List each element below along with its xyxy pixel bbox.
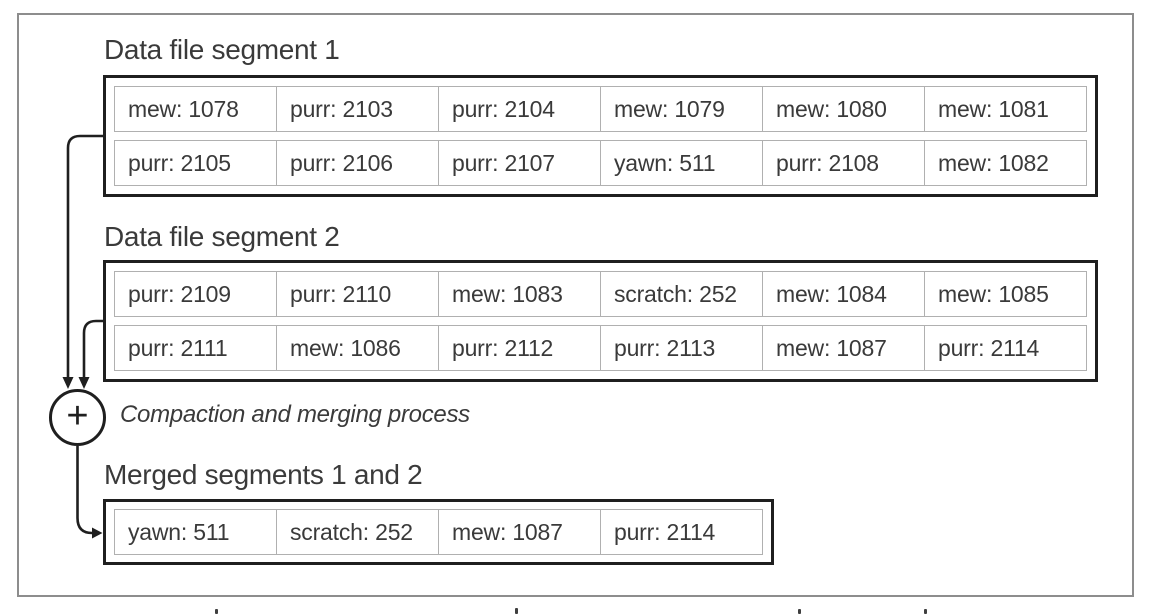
record-cell: purr: 2104: [438, 86, 601, 132]
merge-operator-circle: +: [49, 389, 106, 446]
record-cell: purr: 2106: [276, 140, 439, 186]
cutoff-caption-fragment: [798, 609, 801, 614]
segment-2-title: Data file segment 2: [104, 221, 340, 252]
record-cell: yawn: 511: [600, 140, 763, 186]
record-cell: mew: 1084: [762, 271, 925, 317]
plus-icon: +: [66, 395, 89, 437]
segment-1-title: Data file segment 1: [104, 34, 340, 65]
record-cell: mew: 1080: [762, 86, 925, 132]
record-cell: purr: 2113: [600, 325, 763, 371]
record-cell: purr: 2108: [762, 140, 925, 186]
segment-1-row-1: mew: 1078 purr: 2103 purr: 2104 mew: 107…: [114, 86, 1087, 132]
segment-1-box: mew: 1078 purr: 2103 purr: 2104 mew: 107…: [103, 75, 1098, 197]
segment-2-box: purr: 2109 purr: 2110 mew: 1083 scratch:…: [103, 260, 1098, 382]
record-cell: mew: 1081: [924, 86, 1087, 132]
cutoff-caption-fragment: [924, 609, 927, 614]
record-cell: mew: 1078: [114, 86, 277, 132]
record-cell: purr: 2110: [276, 271, 439, 317]
record-cell: mew: 1087: [438, 509, 601, 555]
segment-2-row-1: purr: 2109 purr: 2110 mew: 1083 scratch:…: [114, 271, 1087, 317]
cutoff-caption-fragment: [215, 609, 218, 614]
record-cell: purr: 2114: [600, 509, 763, 555]
record-cell: mew: 1083: [438, 271, 601, 317]
record-cell: mew: 1079: [600, 86, 763, 132]
record-cell: purr: 2107: [438, 140, 601, 186]
record-cell: purr: 2114: [924, 325, 1087, 371]
merged-segment-box: yawn: 511 scratch: 252 mew: 1087 purr: 2…: [103, 499, 774, 565]
record-cell: purr: 2105: [114, 140, 277, 186]
process-label: Compaction and merging process: [120, 401, 470, 428]
record-cell: scratch: 252: [276, 509, 439, 555]
segment-2-row-2: purr: 2111 mew: 1086 purr: 2112 purr: 21…: [114, 325, 1087, 371]
record-cell: mew: 1087: [762, 325, 925, 371]
merged-row: yawn: 511 scratch: 252 mew: 1087 purr: 2…: [114, 509, 763, 555]
record-cell: scratch: 252: [600, 271, 763, 317]
record-cell: purr: 2103: [276, 86, 439, 132]
record-cell: purr: 2112: [438, 325, 601, 371]
cutoff-caption-fragment: [515, 608, 518, 614]
merged-title: Merged segments 1 and 2: [104, 459, 423, 490]
record-cell: yawn: 511: [114, 509, 277, 555]
record-cell: mew: 1085: [924, 271, 1087, 317]
record-cell: mew: 1082: [924, 140, 1087, 186]
record-cell: purr: 2109: [114, 271, 277, 317]
segment-1-row-2: purr: 2105 purr: 2106 purr: 2107 yawn: 5…: [114, 140, 1087, 186]
record-cell: mew: 1086: [276, 325, 439, 371]
record-cell: purr: 2111: [114, 325, 277, 371]
